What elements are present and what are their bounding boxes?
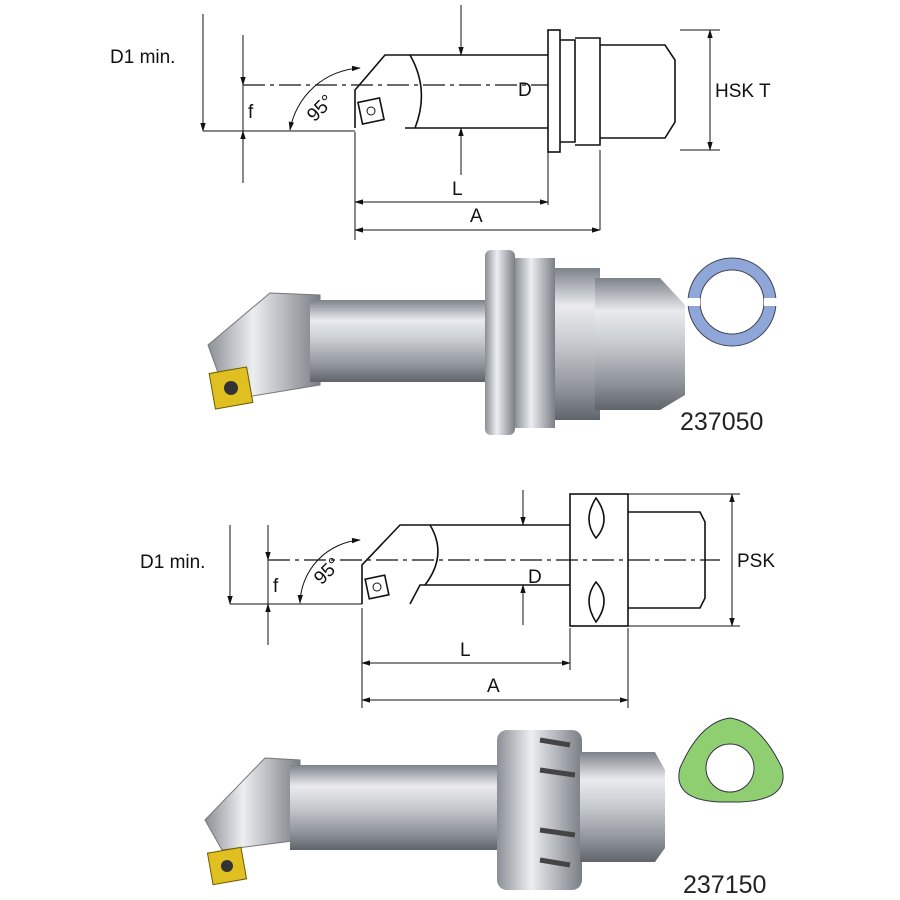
- top-a-label: A: [470, 206, 483, 227]
- top-d-label: D: [518, 80, 532, 101]
- top-l-label: L: [452, 179, 463, 200]
- bottom-f-label: f: [273, 576, 279, 597]
- top-hsk-profile-ring: [686, 257, 778, 347]
- bottom-a-label: A: [487, 676, 500, 697]
- top-angle-label: 95°: [303, 91, 338, 126]
- bottom-interface-label: PSK: [737, 551, 775, 572]
- bottom-tool-render: [204, 730, 665, 890]
- top-article-number: 237050: [680, 408, 763, 436]
- top-interface-label: HSK T: [715, 81, 771, 102]
- bottom-psk-profile-ring: [678, 717, 784, 803]
- bottom-technical-drawing: [227, 490, 740, 708]
- top-f-label: f: [248, 102, 254, 123]
- top-d1-min-label: D1 min.: [110, 47, 175, 68]
- bottom-l-label: L: [460, 640, 471, 661]
- bottom-article-number: 237150: [683, 871, 766, 899]
- bottom-angle-label: 95°: [310, 554, 345, 589]
- bottom-d1-min-label: D1 min.: [140, 552, 205, 573]
- top-technical-drawing: [200, 5, 720, 240]
- bottom-d-label: D: [528, 567, 542, 588]
- top-tool-render: [207, 250, 685, 435]
